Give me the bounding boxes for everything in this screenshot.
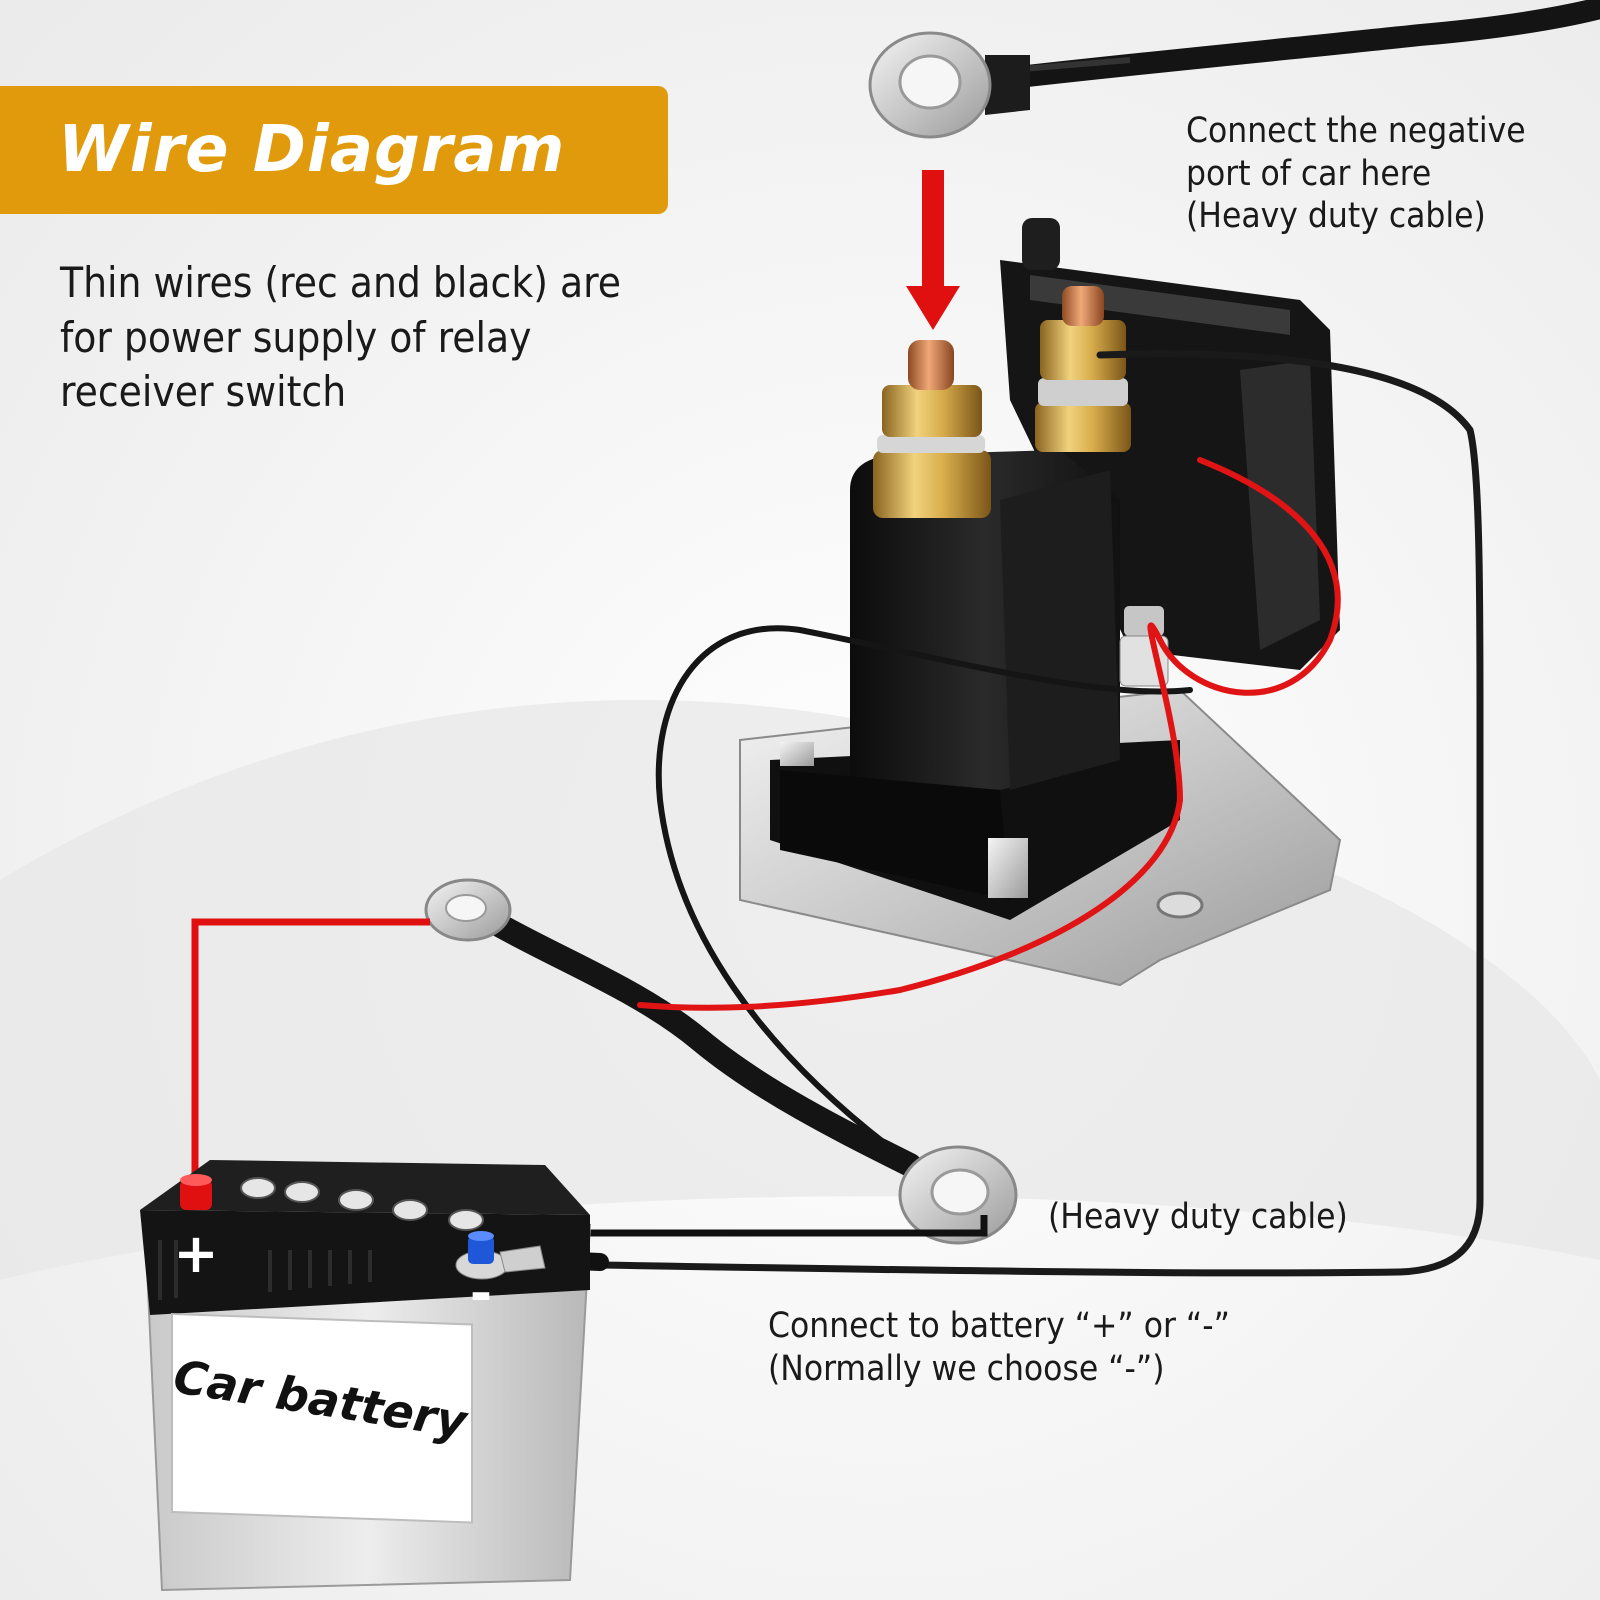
- black-connector-line: [490, 1215, 988, 1237]
- battery-minus-sign: -: [470, 1262, 492, 1325]
- thin-black-wire: [536, 350, 1484, 1277]
- note-negative-port: Connect the negative port of car here (H…: [1186, 110, 1526, 238]
- positive-terminal-cap: [180, 1174, 212, 1210]
- battery-plus-sign: +: [173, 1222, 218, 1285]
- note-line: Connect to battery “+” or “-”: [768, 1306, 1230, 1346]
- note-line: Thin wires (rec and black) are: [60, 258, 621, 307]
- terminal-post-front: [873, 340, 991, 518]
- note-battery-connect: Connect to battery “+” or “-” (Normally …: [768, 1305, 1230, 1390]
- car-battery: + - Car battery: [140, 1160, 592, 1592]
- battery-ribs: [158, 1240, 372, 1300]
- battery-vent-caps: [240, 1177, 484, 1231]
- cover-nub: [1022, 218, 1060, 270]
- heavy-cable-bottom: [478, 908, 922, 1177]
- note-line: (Normally we choose “-”): [768, 1348, 1165, 1389]
- thin-red-wire: [637, 457, 1341, 1011]
- page-title: Wire Diagram: [58, 113, 566, 187]
- heavy-cable-negative: [868, 0, 1600, 139]
- heavy-cable-lower: [655, 625, 1193, 1158]
- bracket-clip-left: [780, 742, 814, 766]
- bracket-clip-right: [988, 838, 1028, 898]
- bracket-hole: [1156, 891, 1204, 919]
- down-arrow-icon: [906, 170, 960, 330]
- note-thin-wires: Thin wires (rec and black) are for power…: [60, 256, 621, 420]
- negative-lug: [499, 1245, 546, 1273]
- note-line: receiver switch: [60, 367, 347, 417]
- note-line: (Heavy duty cable): [1186, 196, 1486, 237]
- note-line: for power supply of relay: [60, 312, 532, 362]
- red-connector-line: [191, 918, 430, 1180]
- relay-solenoid: [770, 450, 1180, 920]
- ring-terminal-mid: [424, 878, 512, 942]
- note-line: port of car here: [1186, 153, 1432, 194]
- battery-label-panel: [171, 1312, 473, 1524]
- terminal-post-rear: [1035, 286, 1131, 452]
- note-line: Connect the negative: [1186, 111, 1526, 151]
- note-heavy-duty-cable: (Heavy duty cable): [1048, 1196, 1348, 1239]
- note-line: (Heavy duty cable): [1048, 1197, 1348, 1237]
- ring-terminal-bottom: [898, 1145, 1018, 1245]
- negative-terminal-cap: [455, 1231, 509, 1280]
- title-banner: Wire Diagram: [0, 86, 668, 214]
